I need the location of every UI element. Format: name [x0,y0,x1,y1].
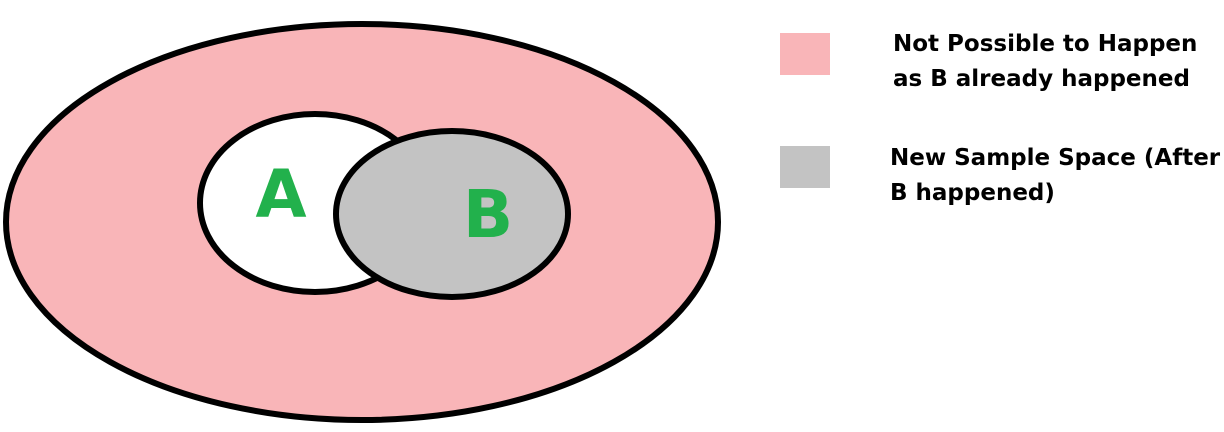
legend-label-impossible-line-1: Not Possible to Happen [893,31,1198,57]
legend-label-impossible-line-2: as B already happened [893,66,1190,92]
set-b-circle [333,128,571,300]
legend-label-impossible: Not Possible to Happen as B already happ… [893,27,1197,97]
set-a-label: A [255,156,306,233]
legend-swatch-impossible [780,33,830,75]
legend-swatch-new-sample-space [780,146,830,188]
legend-label-new-sample-space-line-2: B happened) [890,180,1055,206]
legend-label-new-sample-space-line-1: New Sample Space (After [890,145,1221,171]
set-b-label: B [463,176,513,253]
venn-diagram: A B [3,21,721,423]
legend-label-new-sample-space: New Sample Space (After B happened) [890,141,1220,211]
